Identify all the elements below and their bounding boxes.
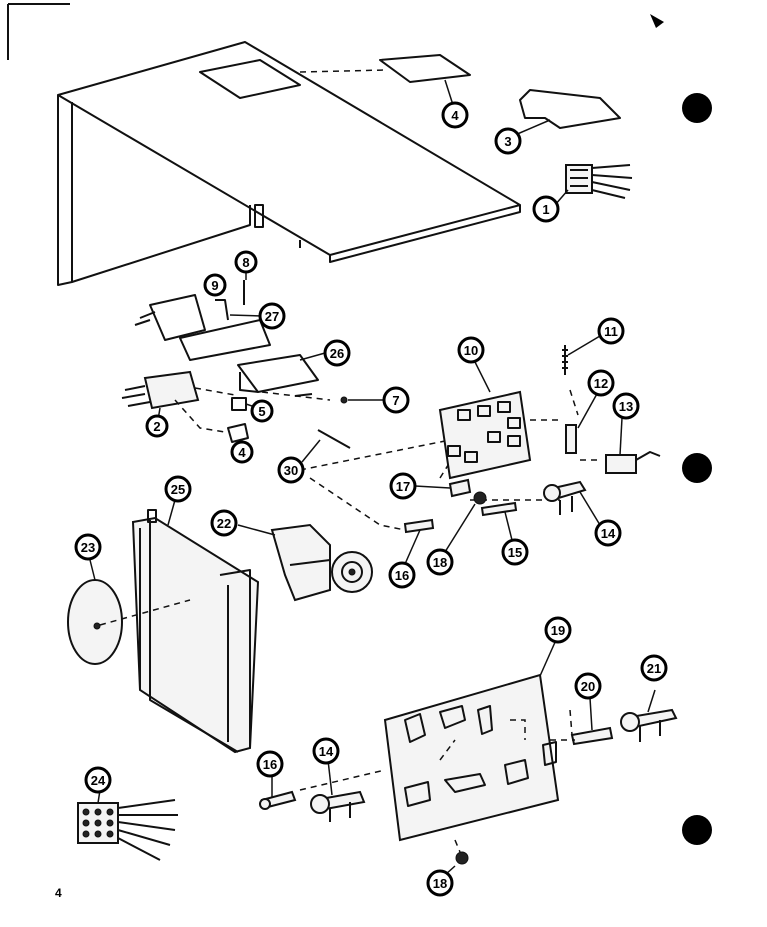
- part-10-terminal-board: [438, 357, 532, 480]
- part-13-relay: [605, 417, 661, 474]
- cabinet-top-panel: [57, 41, 521, 286]
- callout-11: 11: [597, 317, 625, 345]
- callout-13: 13: [612, 392, 640, 420]
- part-18-screw: [444, 491, 487, 553]
- callout-23: 23: [74, 533, 102, 561]
- part-15-pin: [480, 501, 518, 541]
- part-19-control-board: [383, 639, 560, 842]
- callout-30: 30: [277, 456, 305, 484]
- callout-2: 2: [145, 414, 169, 438]
- callout-18: 18: [426, 869, 454, 897]
- svg-text:10: 10: [464, 343, 478, 358]
- part-26-switch-bracket: [237, 352, 326, 393]
- svg-text:4: 4: [238, 445, 246, 460]
- part-18-screw: [444, 851, 469, 876]
- svg-text:23: 23: [81, 540, 95, 555]
- part-4-plate: [379, 54, 471, 106]
- part-30-spring: [301, 429, 351, 463]
- corner-pointer: [650, 14, 664, 28]
- callout-15: 15: [501, 538, 529, 566]
- svg-text:30: 30: [284, 463, 298, 478]
- svg-text:26: 26: [330, 346, 344, 361]
- callout-17: 17: [389, 472, 417, 500]
- callout-24: 24: [84, 766, 112, 794]
- part-14-holder: [543, 480, 601, 526]
- svg-text:25: 25: [171, 482, 185, 497]
- part-7-screw: [294, 393, 384, 404]
- svg-text:3: 3: [504, 134, 511, 149]
- callout-22: 22: [210, 509, 238, 537]
- svg-text:11: 11: [604, 324, 618, 339]
- part-24-connector: [77, 789, 178, 861]
- svg-text:27: 27: [265, 309, 279, 324]
- callout-9: 9: [203, 273, 227, 297]
- callout-14: 14: [312, 737, 340, 765]
- part-8-screw: [243, 270, 247, 305]
- svg-text:15: 15: [508, 545, 522, 560]
- callout-14: 14: [594, 519, 622, 547]
- part-16-pin: [403, 518, 435, 565]
- svg-text:2: 2: [153, 419, 160, 434]
- callout-16: 16: [256, 750, 284, 778]
- part-3-bracket: [514, 89, 621, 136]
- callout-26: 26: [323, 339, 351, 367]
- registration-dot: [682, 453, 712, 483]
- registration-dot: [682, 815, 712, 845]
- svg-text:20: 20: [581, 679, 595, 694]
- callout-21: 21: [640, 654, 668, 682]
- svg-text:22: 22: [217, 516, 231, 531]
- callout-4: 4: [441, 101, 469, 129]
- callout-20: 20: [574, 672, 602, 700]
- part-11-coil: [562, 335, 601, 375]
- switch-assembly-upper: [134, 294, 271, 361]
- part-16-pin: [259, 775, 297, 810]
- svg-text:1: 1: [542, 202, 549, 217]
- callout-1: 1: [532, 195, 560, 223]
- part-14-holder: [310, 759, 366, 822]
- callout-16: 16: [388, 561, 416, 589]
- svg-text:13: 13: [619, 399, 633, 414]
- callout-12: 12: [587, 369, 615, 397]
- svg-text:24: 24: [91, 773, 106, 788]
- part-23-disc: [67, 559, 123, 665]
- part-1-connector: [554, 164, 633, 206]
- page-number: 4: [55, 886, 62, 900]
- callout-18: 18: [426, 548, 454, 576]
- part-2-switch: [121, 370, 200, 421]
- part-21-holder: [620, 689, 678, 742]
- callout-6: 5: [250, 399, 274, 423]
- svg-text:16: 16: [395, 568, 409, 583]
- registration-dot: [682, 93, 712, 123]
- svg-text:16: 16: [263, 757, 277, 772]
- part-22-motor: [237, 523, 373, 602]
- svg-text:14: 14: [319, 744, 334, 759]
- svg-text:9: 9: [211, 278, 218, 293]
- svg-text:18: 18: [433, 555, 447, 570]
- svg-text:21: 21: [647, 661, 661, 676]
- callout-3: 3: [494, 127, 522, 155]
- callout-8: 8: [234, 250, 258, 274]
- svg-text:7: 7: [392, 393, 399, 408]
- svg-text:5: 5: [258, 404, 265, 419]
- callout-5: 4: [230, 440, 254, 464]
- svg-text:12: 12: [594, 376, 608, 391]
- svg-text:17: 17: [396, 479, 410, 494]
- svg-text:4: 4: [451, 108, 459, 123]
- part-12-fuse: [565, 391, 599, 454]
- callout-25: 25: [164, 475, 192, 503]
- callout-7: 7: [382, 386, 410, 414]
- part-17-terminal: [414, 478, 472, 498]
- svg-text:18: 18: [433, 876, 447, 891]
- part-25-panel-frame: [131, 499, 260, 754]
- svg-text:14: 14: [601, 526, 616, 541]
- svg-text:8: 8: [242, 255, 249, 270]
- svg-text:19: 19: [551, 623, 565, 638]
- callout-10: 10: [457, 336, 485, 364]
- callout-19: 19: [544, 616, 572, 644]
- part-20-pin: [570, 697, 614, 746]
- top-left-corner-mark: [7, 3, 70, 60]
- callout-27: 27: [258, 302, 286, 330]
